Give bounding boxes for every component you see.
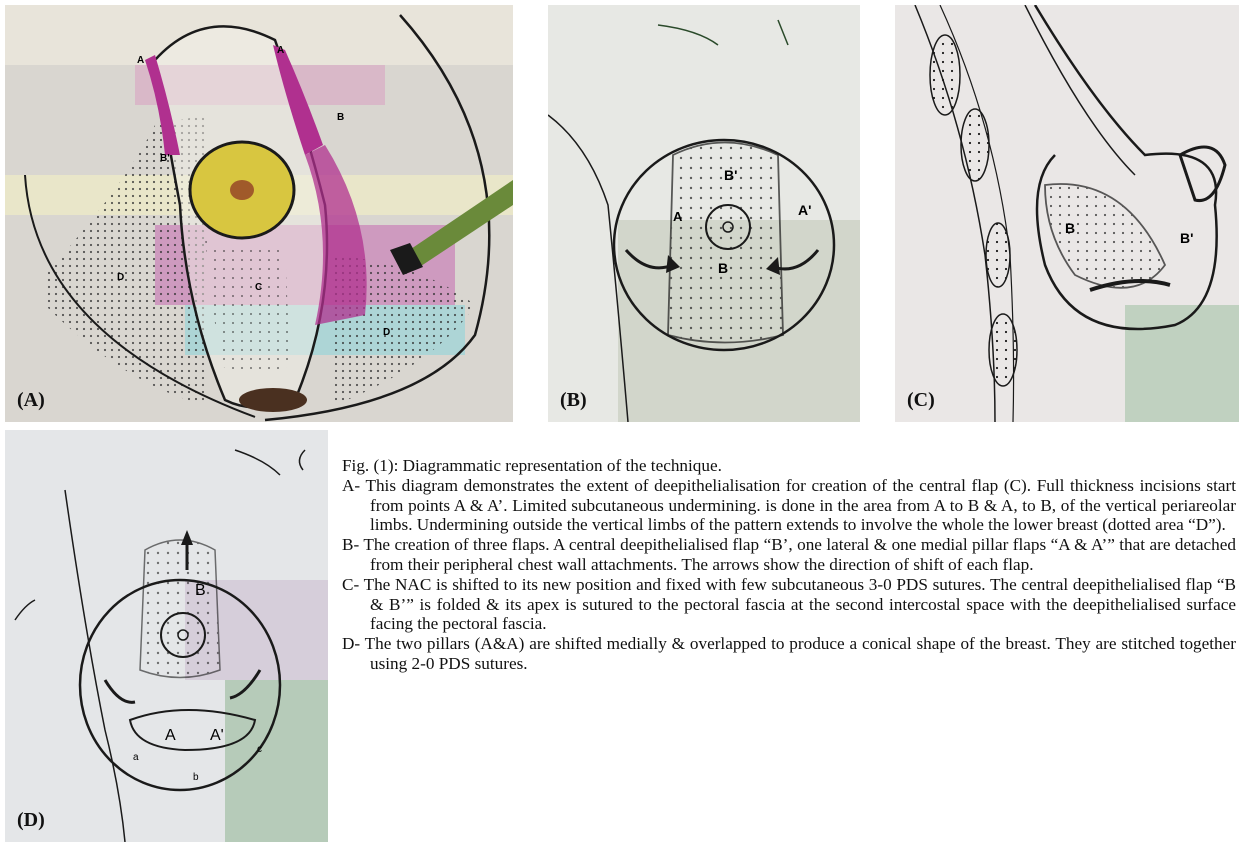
caption-item-a: A- This diagram demonstrates the extent … <box>342 476 1236 535</box>
marker-b: B <box>195 582 206 599</box>
diagram-a: A A B B' C D D <box>5 5 513 422</box>
marker-d: D <box>383 327 390 338</box>
marker-c: C <box>255 282 262 293</box>
marker-a: A <box>137 55 144 66</box>
caption-title: Fig. (1): Diagrammatic representation of… <box>342 456 1236 476</box>
diagram-c: B B' <box>895 5 1239 422</box>
marker-lowercase-c: c <box>257 744 262 755</box>
marker-a: A <box>165 727 176 744</box>
figure-panel-c: B B' (C) <box>895 5 1239 422</box>
panel-label: (B) <box>560 389 587 412</box>
caption-list: A- This diagram demonstrates the extent … <box>342 476 1236 674</box>
panel-label: (D) <box>17 809 45 832</box>
caption-item-b: B- The creation of three flaps. A centra… <box>342 535 1236 575</box>
caption-item-d: D- The two pillars (A&A) are shifted med… <box>342 634 1236 674</box>
marker-lowercase-b: b <box>193 772 199 783</box>
figure-panel-a: A A B B' C D D (A) <box>5 5 513 422</box>
marker-a: A <box>673 209 683 224</box>
caption-item-c: C- The NAC is shifted to its new positio… <box>342 575 1236 634</box>
marker-a: A <box>277 45 284 56</box>
diagram-d: B A A' a b c <box>5 430 328 842</box>
figure-caption: Fig. (1): Diagrammatic representation of… <box>342 456 1236 674</box>
marker-lowercase-a: a <box>133 752 139 763</box>
marker-b-prime: B' <box>160 153 170 164</box>
marker-b: B <box>718 260 728 276</box>
marker-b-prime: B' <box>1180 230 1193 246</box>
figure-panel-b: B' A A' B (B) <box>548 5 860 422</box>
panel-label: (C) <box>907 389 935 412</box>
marker-a-prime: A' <box>798 202 811 218</box>
marker-b-prime: B' <box>724 167 737 183</box>
marker-d: D <box>117 272 124 283</box>
figure-panel-d: B A A' a b c (D) <box>5 430 328 842</box>
marker-b: B <box>1065 220 1075 236</box>
panel-label: (A) <box>17 389 45 412</box>
marker-a-prime: A' <box>210 727 224 744</box>
diagram-b: B' A A' B <box>548 5 860 422</box>
marker-b: B <box>337 112 344 123</box>
